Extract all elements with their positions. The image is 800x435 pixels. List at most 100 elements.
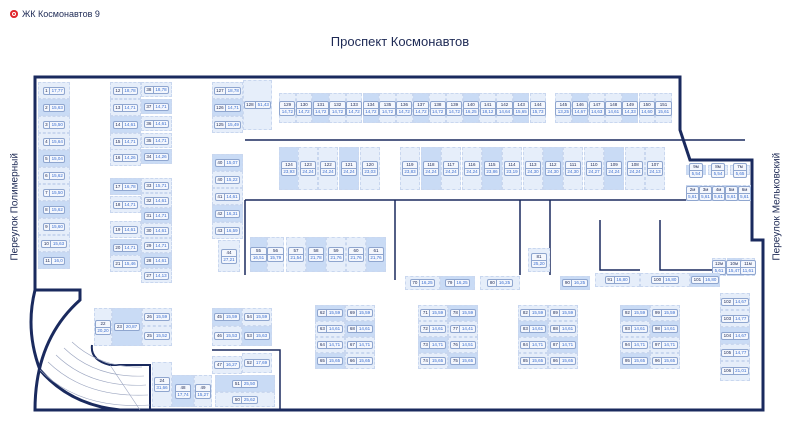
project-header[interactable]: ЖК Космонавтов 9 [10, 9, 100, 19]
